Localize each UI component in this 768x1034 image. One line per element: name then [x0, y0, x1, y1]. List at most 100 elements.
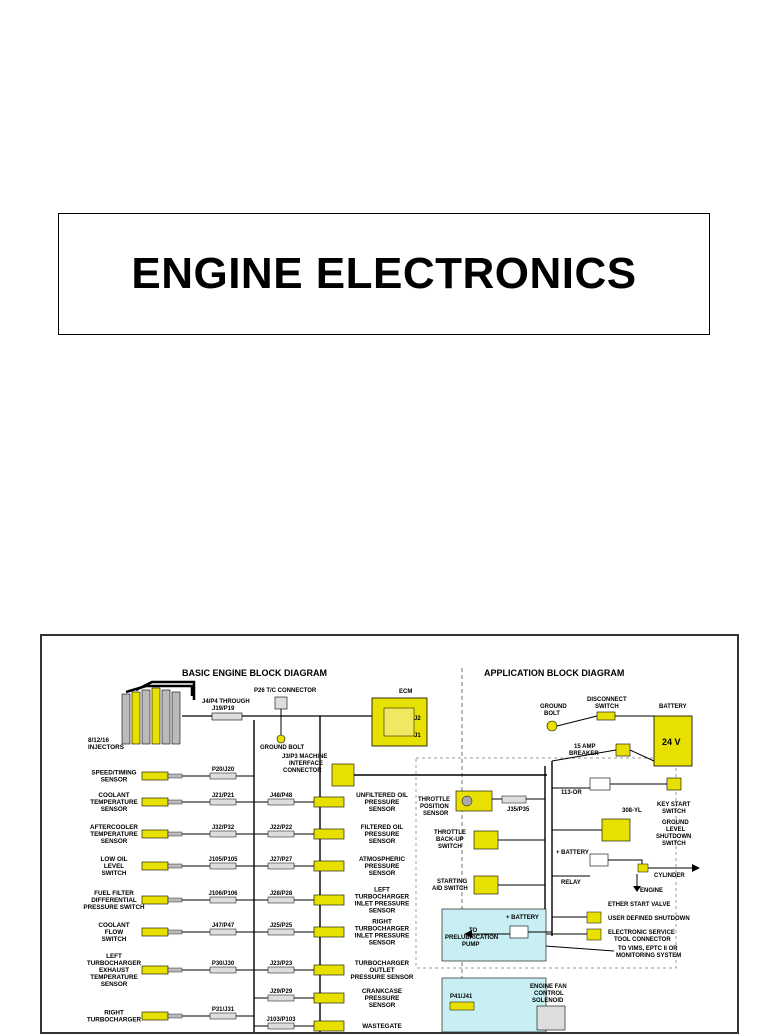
connector-icon: [267, 830, 295, 838]
right-sensor-label: SENSOR: [369, 908, 396, 915]
left-sensor-label: PRESSURE SWITCH: [83, 904, 145, 911]
sensor-icon: [141, 861, 169, 871]
fan-conn-icon: [449, 1001, 475, 1011]
left-sensor-label: DIFFERENTIAL: [91, 897, 137, 904]
throttle-pos-label-3: SENSOR: [423, 811, 449, 817]
relay-icon: [589, 853, 609, 867]
sensor-icon: [313, 1020, 345, 1032]
right-connector-label: J23/P23: [270, 961, 293, 967]
engine-arrow-icon: [633, 886, 641, 892]
throttle-position-sensor-icon: [455, 790, 493, 812]
ecm-j2-label: J2: [414, 716, 421, 722]
right-connector-label: J22/P22: [270, 825, 293, 831]
right-sensor-label: INLET PRESSURE: [355, 933, 410, 940]
left-sensor-label: SWITCH: [102, 870, 127, 877]
left-sensor-label: FUEL FILTER: [94, 890, 134, 897]
throttle-conn-icon: [501, 795, 527, 804]
ground-bolt-icon: [276, 734, 286, 744]
prelube-arrow-icon: [464, 930, 472, 938]
left-connector-label: J47/P47: [212, 923, 235, 929]
connector-icon: [267, 798, 295, 806]
diagram-svg: BASIC ENGINE BLOCK DIAGRAM APPLICATION B…: [83, 668, 700, 1032]
sensor-icon: [313, 964, 345, 976]
key-start-switch-icon: [666, 777, 682, 791]
left-sensor-label: EXHAUST: [99, 967, 129, 974]
fan-label-2: CONTROL: [534, 991, 564, 997]
title-box: ENGINE ELECTRONICS: [58, 213, 710, 335]
sensor-icon: [313, 796, 345, 808]
sensor-icon: [141, 771, 169, 781]
page-title: ENGINE ELECTRONICS: [131, 249, 637, 298]
vims-label-1: TO VIMS, EPTC II OR: [618, 946, 678, 952]
right-sensor-label: SENSOR: [369, 1002, 396, 1009]
fan-solenoid-icon: [536, 1005, 566, 1031]
machine-iface-label-2: INTERFACE: [289, 761, 323, 767]
gls-label-1: GROUND: [662, 820, 689, 826]
starting-aid-switch-icon: [473, 875, 499, 895]
right-sensor-label: PRESSURE: [365, 995, 400, 1002]
wire-308-label: 308-YL: [622, 808, 642, 814]
connector-icon: [209, 830, 237, 838]
p26-label: P26 T/C CONNECTOR: [254, 688, 317, 694]
connector-icon: [267, 896, 295, 904]
throttle-backup-label-3: SWITCH: [438, 844, 462, 850]
throttle-backup-switch-icon: [473, 830, 499, 850]
right-connector-label: J48/P48: [270, 793, 293, 799]
sensor-icon: [313, 860, 345, 872]
sensor-icon: [141, 1011, 169, 1021]
connector-icon: [209, 798, 237, 806]
sensor-icon: [141, 797, 169, 807]
sensor-icon: [313, 992, 345, 1004]
gls-label-3: SHUTDOWN: [656, 834, 691, 840]
left-sensor-label: SENSOR: [101, 806, 128, 813]
prelube-region: [441, 908, 547, 962]
right-sensor-label: TURBOCHARGER: [355, 894, 410, 901]
engine-label: ENGINE: [640, 888, 663, 894]
right-sensor-label: OUTLET: [369, 967, 394, 974]
plus-battery-2-label: + BATTERY: [506, 915, 539, 921]
right-sensor-label: INLET PRESSURE: [355, 901, 410, 908]
left-sensor-group: SPEED/TIMINGSENSORP20/J20COOLANTTEMPERAT…: [83, 767, 254, 1024]
right-connector-label: J27/P27: [270, 857, 293, 863]
right-sensor-label: WASTEGATE: [362, 1023, 401, 1030]
throttle-conn-label: J35/P35: [507, 807, 530, 813]
connector-icon: [209, 772, 237, 780]
right-sensor-label: SENSOR: [369, 870, 396, 877]
right-sensor-label: SENSOR: [369, 838, 396, 845]
connector-icon: [209, 896, 237, 904]
engine-block-diagram: BASIC ENGINE BLOCK DIAGRAM APPLICATION B…: [40, 634, 739, 1034]
connector-icon: [267, 966, 295, 974]
machine-iface-label-3: CONNECTOR: [283, 768, 322, 774]
right-sensor-label: FILTERED OIL: [361, 824, 404, 831]
left-connector-label: J105/P105: [208, 857, 238, 863]
left-sensor-label: SENSOR: [101, 777, 128, 784]
battery-label: BATTERY: [659, 704, 687, 710]
cylinder-arrow-icon: [692, 864, 700, 872]
fan-conn-label: P41/J41: [450, 994, 473, 1000]
key-start-label-1: KEY START: [657, 802, 691, 808]
battery-voltage: 24 V: [662, 737, 681, 747]
throttle-backup-label-1: THROTTLE: [434, 830, 466, 836]
left-sensor-label: SPEED/TIMING: [91, 770, 136, 777]
starting-aid-label-1: STARTING: [437, 879, 468, 885]
gls-switch-icon: [601, 818, 631, 842]
ecm-label: ECM: [399, 689, 412, 695]
user-shutdown-label: USER DEFINED SHUTDOWN: [608, 916, 690, 922]
app-ground-label-2: BOLT: [544, 711, 560, 717]
breaker-label-1: 15 AMP: [574, 744, 595, 750]
battery-icon: [653, 715, 693, 767]
right-sensor-label: TURBOCHARGER: [355, 926, 410, 933]
right-sensor-label: UNFILTERED OIL: [356, 792, 408, 799]
